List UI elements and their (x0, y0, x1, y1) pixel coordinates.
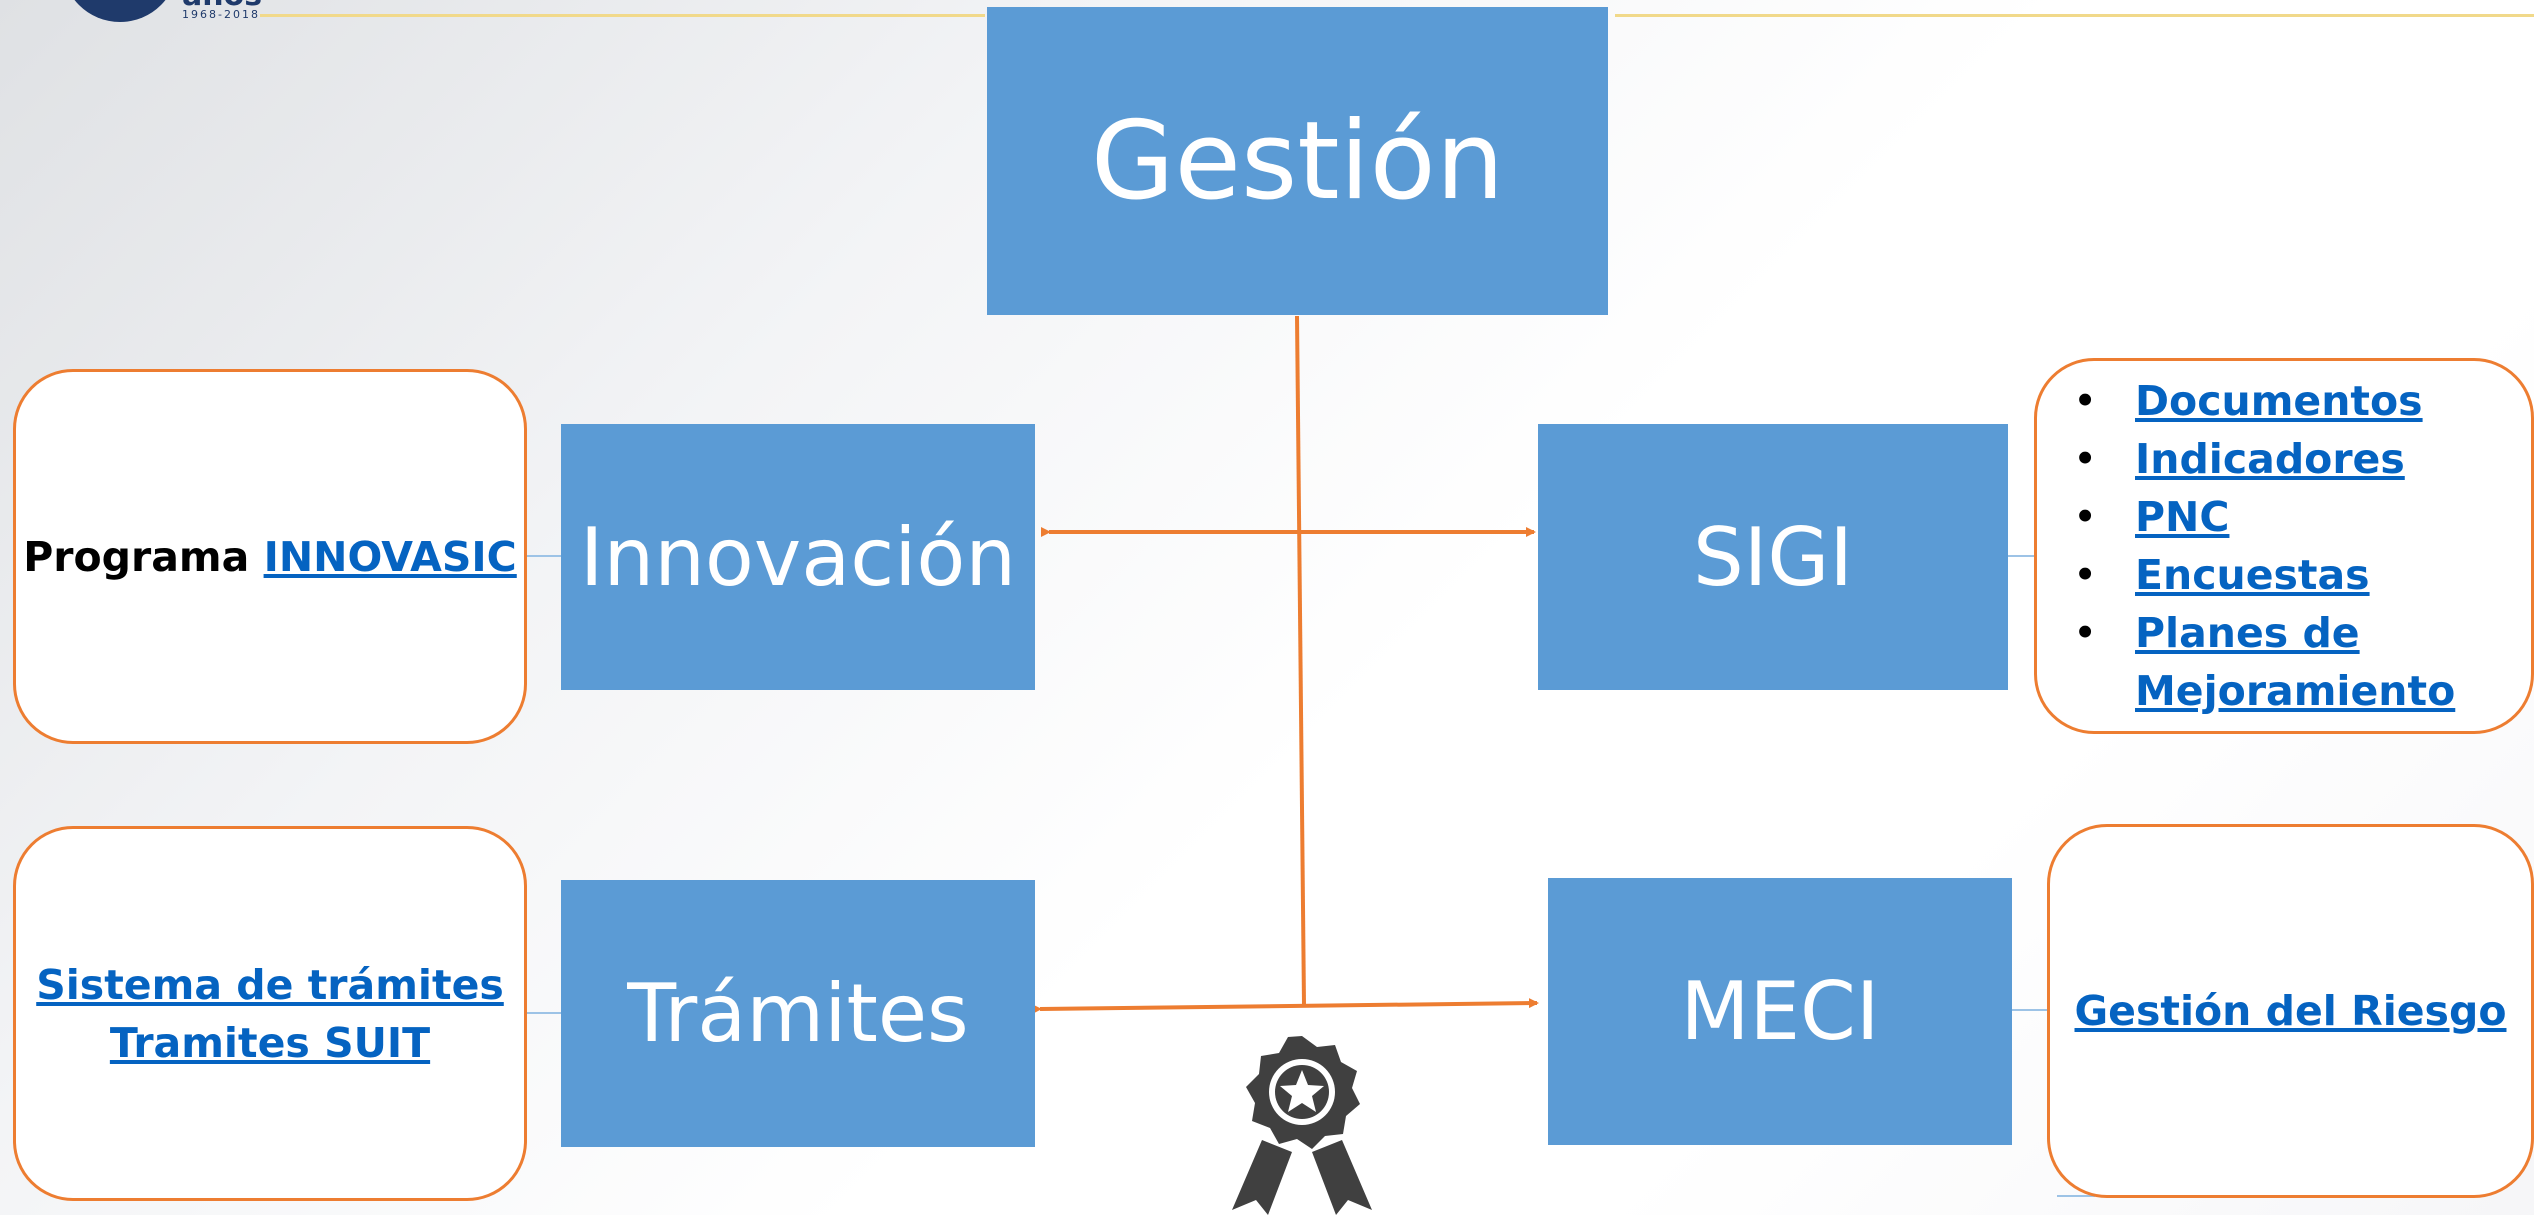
gestion-riesgo-link[interactable]: Gestión del Riesgo (2074, 987, 2507, 1035)
pnc-link[interactable]: PNC (2135, 493, 2230, 541)
gestion-title: Gestión (1090, 98, 1505, 224)
indicadores-link[interactable]: Indicadores (2135, 435, 2405, 483)
logo-word: años (182, 0, 262, 13)
logo-circle-icon (74, 0, 166, 22)
logo: años 1968-2018 (74, 0, 262, 22)
header-rule-left (260, 14, 985, 17)
tramites-label: Trámites (627, 967, 969, 1060)
sigi-list-item: Planes de Mejoramiento (2037, 604, 2455, 720)
sigi-list-item: PNC (2037, 488, 2435, 546)
meci-card: Gestión del Riesgo (2047, 824, 2534, 1198)
innovasic-link[interactable]: INNOVASIC (263, 532, 517, 581)
sigi-box: SIGI (1538, 424, 2008, 690)
sigi-list-item: Documentos (2037, 372, 2435, 430)
innovacion-card-prefix: Programa (23, 532, 250, 581)
sistema-tramites-link[interactable]: Sistema de trámites (36, 960, 504, 1009)
tramites-box: Trámites (561, 880, 1035, 1147)
vertical-connector (1295, 315, 1306, 1006)
sigi-list-item: Encuestas (2037, 546, 2435, 604)
sigi-card: Documentos Indicadores PNC Encuestas Pla… (2034, 358, 2534, 734)
tramites-card-text: Sistema de trámites Tramites SUIT (36, 956, 504, 1072)
innovacion-label: Innovación (579, 510, 1017, 604)
innovacion-card-text: Programa INNOVASIC (23, 533, 517, 581)
tramites-suit-link[interactable]: Tramites SUIT (109, 1018, 431, 1067)
meci-label: MECI (1680, 965, 1880, 1058)
award-ribbon-icon (1232, 1036, 1372, 1215)
header-rule-right (1615, 14, 2534, 17)
tramites-card: Sistema de trámites Tramites SUIT (13, 826, 527, 1201)
documentos-link[interactable]: Documentos (2135, 377, 2423, 425)
planes-mejoramiento-link[interactable]: Planes de Mejoramiento (2135, 609, 2456, 715)
innovacion-box: Innovación (561, 424, 1035, 690)
sigi-label: SIGI (1693, 510, 1853, 604)
encuestas-link[interactable]: Encuestas (2135, 551, 2370, 599)
sigi-list-item: Indicadores (2037, 430, 2435, 488)
gestion-box: Gestión (987, 7, 1608, 315)
arrow-tramites-meci (1031, 998, 1539, 1015)
innovacion-card: Programa INNOVASIC (13, 369, 527, 744)
sigi-link-list: Documentos Indicadores PNC Encuestas Pla… (2037, 372, 2455, 720)
meci-box: MECI (1548, 878, 2012, 1145)
logo-years: 1968-2018 (182, 8, 260, 21)
